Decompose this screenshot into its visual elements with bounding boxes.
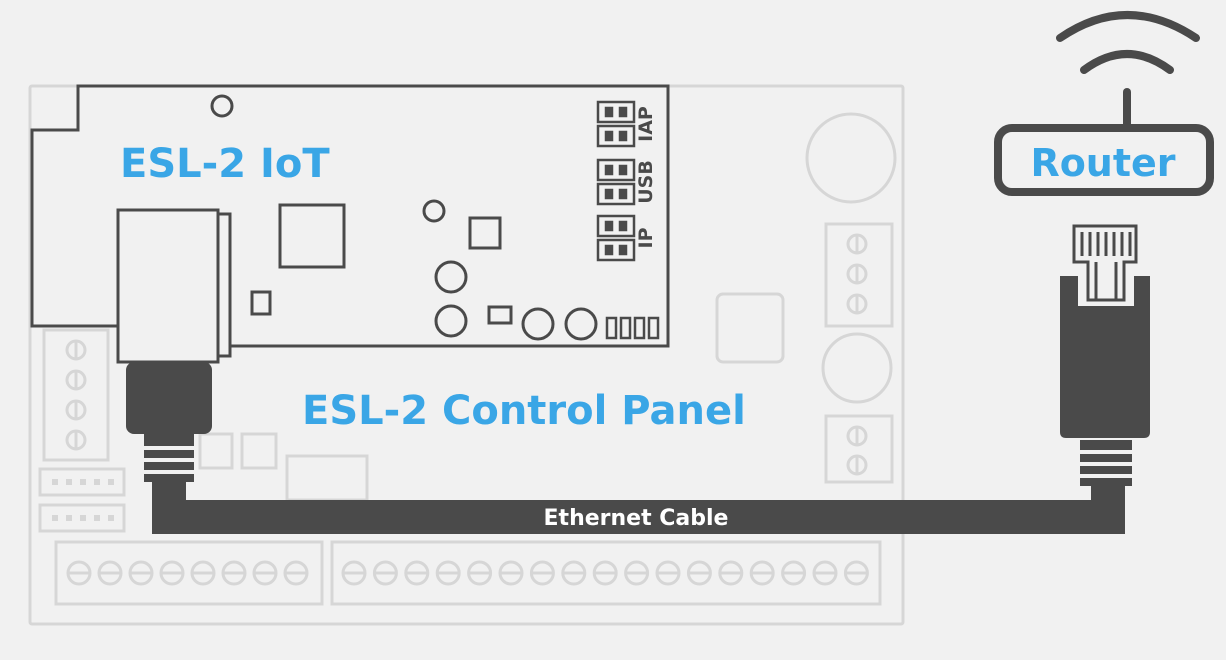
panel-pin-header-2 (38, 503, 126, 533)
iot-small-chip (250, 290, 272, 316)
port-label-usb: USB (635, 160, 657, 204)
iot-pin-header (605, 316, 660, 340)
iot-mount-hole (210, 94, 234, 118)
panel-terminal-right-2 (824, 414, 894, 484)
iot-ethernet-jack (116, 208, 220, 364)
router-label: Router (1030, 141, 1175, 185)
iot-component-circle-3 (434, 304, 468, 338)
panel-small-box-2 (240, 432, 278, 470)
control-panel-label: ESL-2 Control Panel (302, 388, 746, 434)
ip-jumper (596, 214, 636, 262)
control-panel-board (28, 84, 905, 626)
port-label-iap: IAP (635, 106, 657, 142)
panel-capacitor-large (805, 112, 897, 204)
iot-led-2 (564, 307, 598, 341)
iap-jumper (596, 100, 636, 148)
ethernet-cable-label: Ethernet Cable (544, 506, 729, 531)
panel-bottom-screws (66, 560, 869, 586)
iot-component-rect (487, 305, 513, 325)
panel-capacitor-small (821, 332, 893, 404)
iot-component-circle-2 (434, 260, 468, 294)
iot-module (30, 84, 670, 364)
usb-jumper (596, 158, 636, 206)
iot-component-square (468, 216, 502, 250)
panel-pin-header-dots (52, 479, 114, 521)
panel-small-box-1 (198, 432, 234, 470)
iot-main-chip (278, 203, 346, 269)
ethernet-cable (152, 478, 1125, 534)
rj45-plug (1060, 224, 1150, 486)
iot-component-circle-1 (422, 199, 446, 223)
iot-led-1 (521, 307, 555, 341)
router-box (994, 124, 1214, 196)
panel-bottom-strip-left (54, 540, 324, 606)
panel-chip (715, 292, 785, 364)
iot-module-label: ESL-2 IoT (120, 141, 330, 187)
panel-terminal-left-screws (65, 339, 87, 451)
panel-bottom-strip-right (330, 540, 882, 606)
panel-terminal-right-1 (824, 222, 894, 328)
port-label-ip: IP (635, 227, 657, 248)
panel-pin-header-1 (38, 467, 126, 497)
panel-terminal-right-1-screws (846, 233, 868, 315)
panel-small-box-3 (285, 454, 369, 502)
wifi-icon (1056, 11, 1200, 74)
panel-terminal-right-2-screws (846, 425, 868, 476)
panel-terminal-left (42, 328, 110, 462)
